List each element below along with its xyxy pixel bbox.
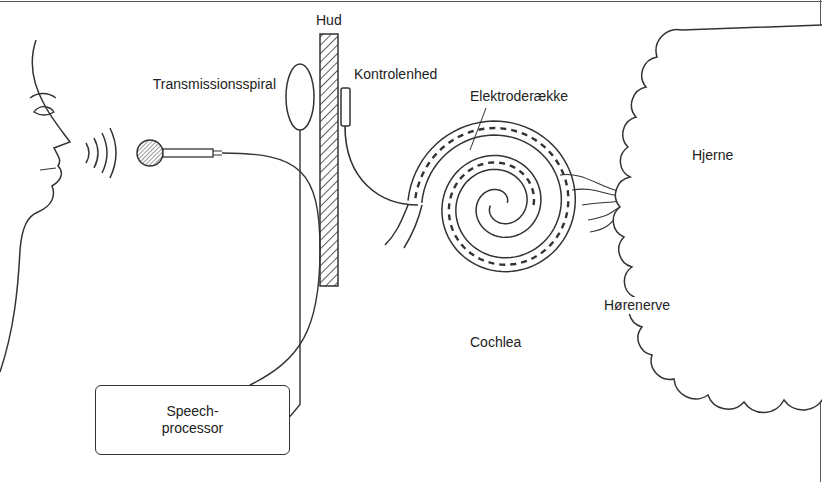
- processor-box: Speech- processor: [95, 385, 290, 455]
- node-label: Transmissionsspiral: [153, 76, 276, 93]
- sound-waves: [86, 128, 116, 178]
- leader-line: [470, 108, 486, 150]
- skin-layer: [320, 34, 338, 286]
- cochlea-spiral: [385, 121, 575, 272]
- skin-label: Hud: [316, 12, 342, 29]
- microphone-wire: [222, 153, 320, 385]
- part-label: Cochlea: [470, 334, 521, 351]
- coil-outline: [150, 60, 318, 134]
- microphone-handle: [163, 149, 213, 157]
- frame-line: [0, 1, 822, 2]
- microphone-plug: [213, 151, 222, 155]
- cochlea-inner: [422, 135, 562, 258]
- cloud-outline: [612, 25, 822, 410]
- electrode-array: [415, 128, 568, 265]
- face-profile: [0, 40, 70, 372]
- microphone: [137, 140, 163, 166]
- mouth: [40, 168, 56, 170]
- brain-cloud: Hjerne: [612, 25, 822, 410]
- part-label: Elektroderække: [470, 88, 568, 105]
- coil-ellipse: [286, 64, 314, 130]
- transmission-coil: Transmissionsspiral: [150, 60, 318, 134]
- node-label: Hjerne: [692, 147, 733, 164]
- brain-outline: [613, 25, 822, 412]
- wire-connector: [290, 130, 300, 417]
- part-label: Hørenerve: [604, 297, 670, 314]
- cochlea-outer: [408, 121, 575, 272]
- eye: [30, 94, 56, 116]
- node-label: Speech- processor: [153, 403, 233, 437]
- cochlea-base: [385, 205, 422, 248]
- part-label: Kontrolenhed: [354, 66, 437, 83]
- control-unit: [341, 88, 350, 126]
- implant-wire: [345, 126, 418, 205]
